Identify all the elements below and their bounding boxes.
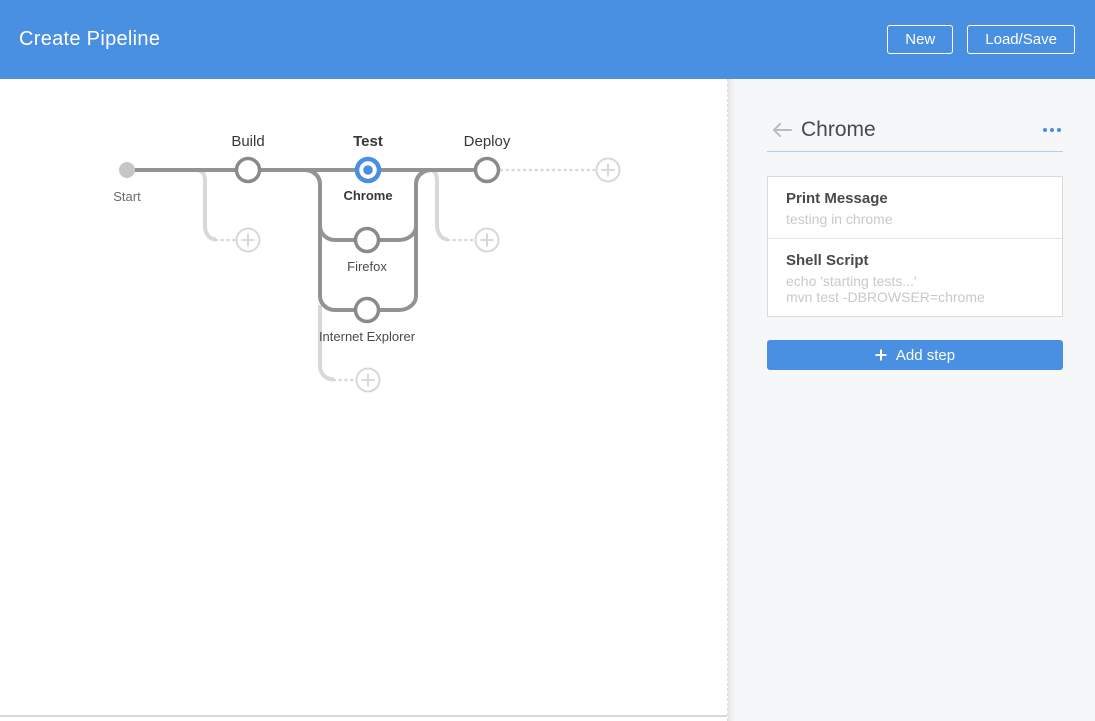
add-stage-button[interactable] <box>595 157 621 183</box>
branch-label-chrome[interactable]: Chrome <box>343 188 392 203</box>
add-parallel-build-button[interactable] <box>235 227 261 253</box>
node-firefox[interactable] <box>353 226 381 254</box>
branch-label-internet-explorer[interactable]: Internet Explorer <box>319 329 416 344</box>
step-name: Shell Script <box>786 252 869 269</box>
start-node <box>119 162 135 178</box>
start-node-label: Start <box>113 189 141 204</box>
stage-label-test[interactable]: Test <box>353 133 383 150</box>
back-arrow-icon[interactable] <box>772 122 792 138</box>
node-test-chrome-selected[interactable] <box>354 156 382 184</box>
plus-icon <box>875 349 887 361</box>
main-area: Start Build Test Deploy Chrome Firefox I… <box>0 79 1095 721</box>
more-options-icon[interactable] <box>1041 124 1063 136</box>
branch-label-firefox[interactable]: Firefox <box>347 259 387 274</box>
add-step-label: Add step <box>895 346 956 364</box>
app-header: Create Pipeline New Load/Save <box>0 0 1095 79</box>
pipeline-graph: Start Build Test Deploy Chrome Firefox I… <box>113 133 621 393</box>
stage-detail-panel: Chrome Print Message testing in chrome S… <box>728 79 1095 721</box>
step-detail: testing in chrome <box>786 211 893 227</box>
load-save-button[interactable]: Load/Save <box>967 25 1075 54</box>
pipeline-lines <box>127 168 487 312</box>
add-parallel-test-button[interactable] <box>355 367 381 393</box>
step-item-print-message[interactable]: Print Message testing in chrome <box>768 177 1062 239</box>
node-internet-explorer[interactable] <box>353 296 381 324</box>
steps-list: Print Message testing in chrome Shell Sc… <box>767 176 1063 317</box>
panel-title: Chrome <box>801 118 876 141</box>
step-item-shell-script[interactable]: Shell Script echo 'starting tests...' mv… <box>768 239 1062 316</box>
new-pipeline-button[interactable]: New <box>887 25 954 54</box>
stage-label-build[interactable]: Build <box>231 133 264 150</box>
node-deploy[interactable] <box>473 156 501 184</box>
placeholder-dotted-lines <box>214 168 596 382</box>
stage-label-deploy[interactable]: Deploy <box>464 133 511 150</box>
step-detail: echo 'starting tests...' <box>786 273 917 289</box>
pipeline-editor-canvas: Start Build Test Deploy Chrome Firefox I… <box>0 79 728 721</box>
panel-header: Chrome <box>767 118 1063 152</box>
page-title: Create Pipeline <box>19 28 161 50</box>
step-detail: mvn test -DBROWSER=chrome <box>786 289 985 305</box>
add-parallel-deploy-button[interactable] <box>474 227 500 253</box>
node-build[interactable] <box>234 156 262 184</box>
step-name: Print Message <box>786 190 888 207</box>
add-step-button[interactable]: Add step <box>767 340 1063 370</box>
